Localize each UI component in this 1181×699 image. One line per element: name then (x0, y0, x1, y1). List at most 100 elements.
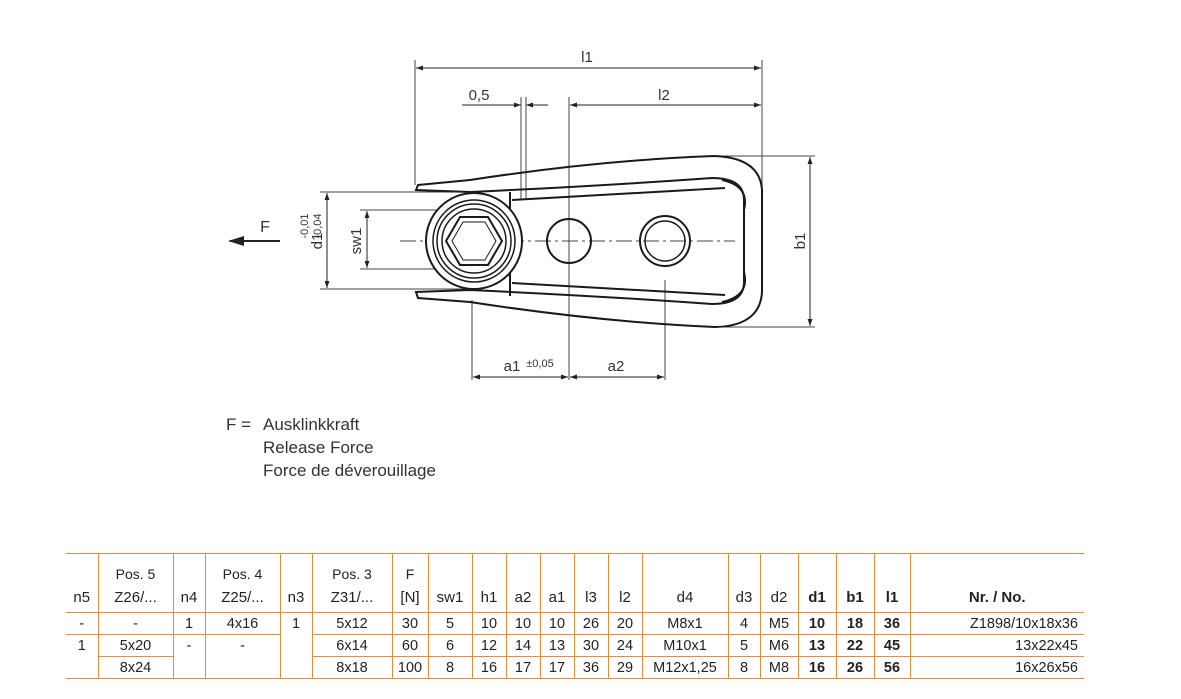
table-cell: 10 (539, 612, 574, 635)
table-cell (797, 553, 836, 582)
table-cell: 8 (427, 656, 472, 679)
table-cell: 16x26x56 (909, 656, 1084, 679)
table-cell: M8 (759, 656, 798, 679)
table-cell (505, 553, 540, 582)
table-cell (573, 553, 608, 582)
table-cell: 13 (797, 634, 836, 657)
table-cell: 13 (539, 634, 574, 657)
legend-fr: Force de déverouillage (263, 461, 436, 480)
table-cell: - (66, 612, 98, 635)
table-cell: 36 (573, 656, 608, 679)
table-cell: 17 (539, 656, 574, 679)
table-cell: 36 (873, 612, 910, 635)
table-cell: 100 (391, 656, 428, 679)
table-cell (471, 553, 506, 582)
table-cell: b1 (835, 582, 874, 613)
table-cell: 16 (797, 656, 836, 679)
table-cell: a1 (539, 582, 574, 613)
table-cell: M8x1 (641, 612, 728, 635)
table-cell: Z26/... (97, 582, 173, 613)
table-cell (759, 553, 798, 582)
table-cell: Nr. / No. (909, 582, 1084, 613)
table-cell (66, 657, 98, 679)
table-cell: 26 (573, 612, 608, 635)
label-a1-tol: ±0,05 (526, 358, 553, 370)
table-cell: M12x1,25 (641, 656, 728, 679)
table-cell: 8 (727, 656, 760, 679)
table-cell: h1 (471, 582, 506, 613)
table-cell: 6x14 (311, 634, 392, 657)
label-l2: l2 (658, 87, 670, 104)
table-cell (279, 553, 312, 582)
table-cell: 5x12 (311, 612, 392, 635)
table-cell (427, 553, 472, 582)
table-cell: sw1 (427, 582, 472, 613)
table-cell: n4 (172, 582, 205, 613)
label-a1: a1 (504, 358, 521, 375)
table-cell (66, 554, 98, 583)
table-cell: Pos. 3 (311, 553, 392, 582)
table-cell (279, 656, 312, 679)
table-cell: 60 (391, 634, 428, 657)
label-d1: d1 (309, 233, 326, 250)
table-cell (204, 656, 280, 679)
table-cell: - (172, 634, 205, 657)
table-cell: l1 (873, 582, 910, 613)
label-force: F (260, 219, 270, 236)
label-gap: 0,5 (469, 87, 490, 104)
table-cell: 5 (727, 634, 760, 657)
technical-drawing: l1 l2 0,5 F a1 ±0,05 a2 d1 -0,01 -0,04 s… (228, 49, 815, 380)
table-cell: 56 (873, 656, 910, 679)
table-cell (835, 553, 874, 582)
table-cell: Z1898/10x18x36 (909, 612, 1084, 635)
table-cell: 4 (727, 612, 760, 635)
table-cell: 10 (471, 612, 506, 635)
table-cell: F (391, 553, 428, 582)
table-cell (727, 553, 760, 582)
table-cell: 4x16 (204, 612, 280, 635)
table-cell: [N] (391, 582, 428, 613)
table-cell: M10x1 (641, 634, 728, 657)
table-cell (539, 553, 574, 582)
table-cell: a2 (505, 582, 540, 613)
table-cell: 26 (835, 656, 874, 679)
table-cell: M6 (759, 634, 798, 657)
table-cell: 1 (66, 634, 98, 657)
table-cell: 1 (172, 612, 205, 635)
table-cell (172, 553, 205, 582)
table-cell: 16 (471, 656, 506, 679)
table-cell: 24 (607, 634, 642, 657)
label-d1-tol-lower: -0,04 (312, 213, 324, 238)
table-cell: 5 (427, 612, 472, 635)
table-cell: d3 (727, 582, 760, 613)
bushing-symbol (425, 192, 523, 290)
table-cell: Pos. 5 (97, 553, 173, 582)
legend-de: Ausklinkkraft (263, 415, 360, 434)
table-cell: M5 (759, 612, 798, 635)
table-cell: 30 (391, 612, 428, 635)
table-cell: - (97, 612, 173, 635)
table-cell: 17 (505, 656, 540, 679)
table-cell: 14 (505, 634, 540, 657)
table-cell (607, 553, 642, 582)
table-cell: - (204, 634, 280, 657)
table-cell: 6 (427, 634, 472, 657)
table-cell: Pos. 4 (204, 553, 280, 582)
force-arrow (228, 236, 280, 246)
label-a2: a2 (608, 358, 625, 375)
table-cell: d4 (641, 582, 728, 613)
table-cell: 10 (797, 612, 836, 635)
table-cell: 18 (835, 612, 874, 635)
mounting-holes (546, 215, 691, 267)
table-cell: d1 (797, 582, 836, 613)
label-d1-tol-upper: -0,01 (299, 213, 311, 238)
table-cell: 29 (607, 656, 642, 679)
table-cell: d2 (759, 582, 798, 613)
table-cell (873, 553, 910, 582)
table-cell (172, 656, 205, 679)
